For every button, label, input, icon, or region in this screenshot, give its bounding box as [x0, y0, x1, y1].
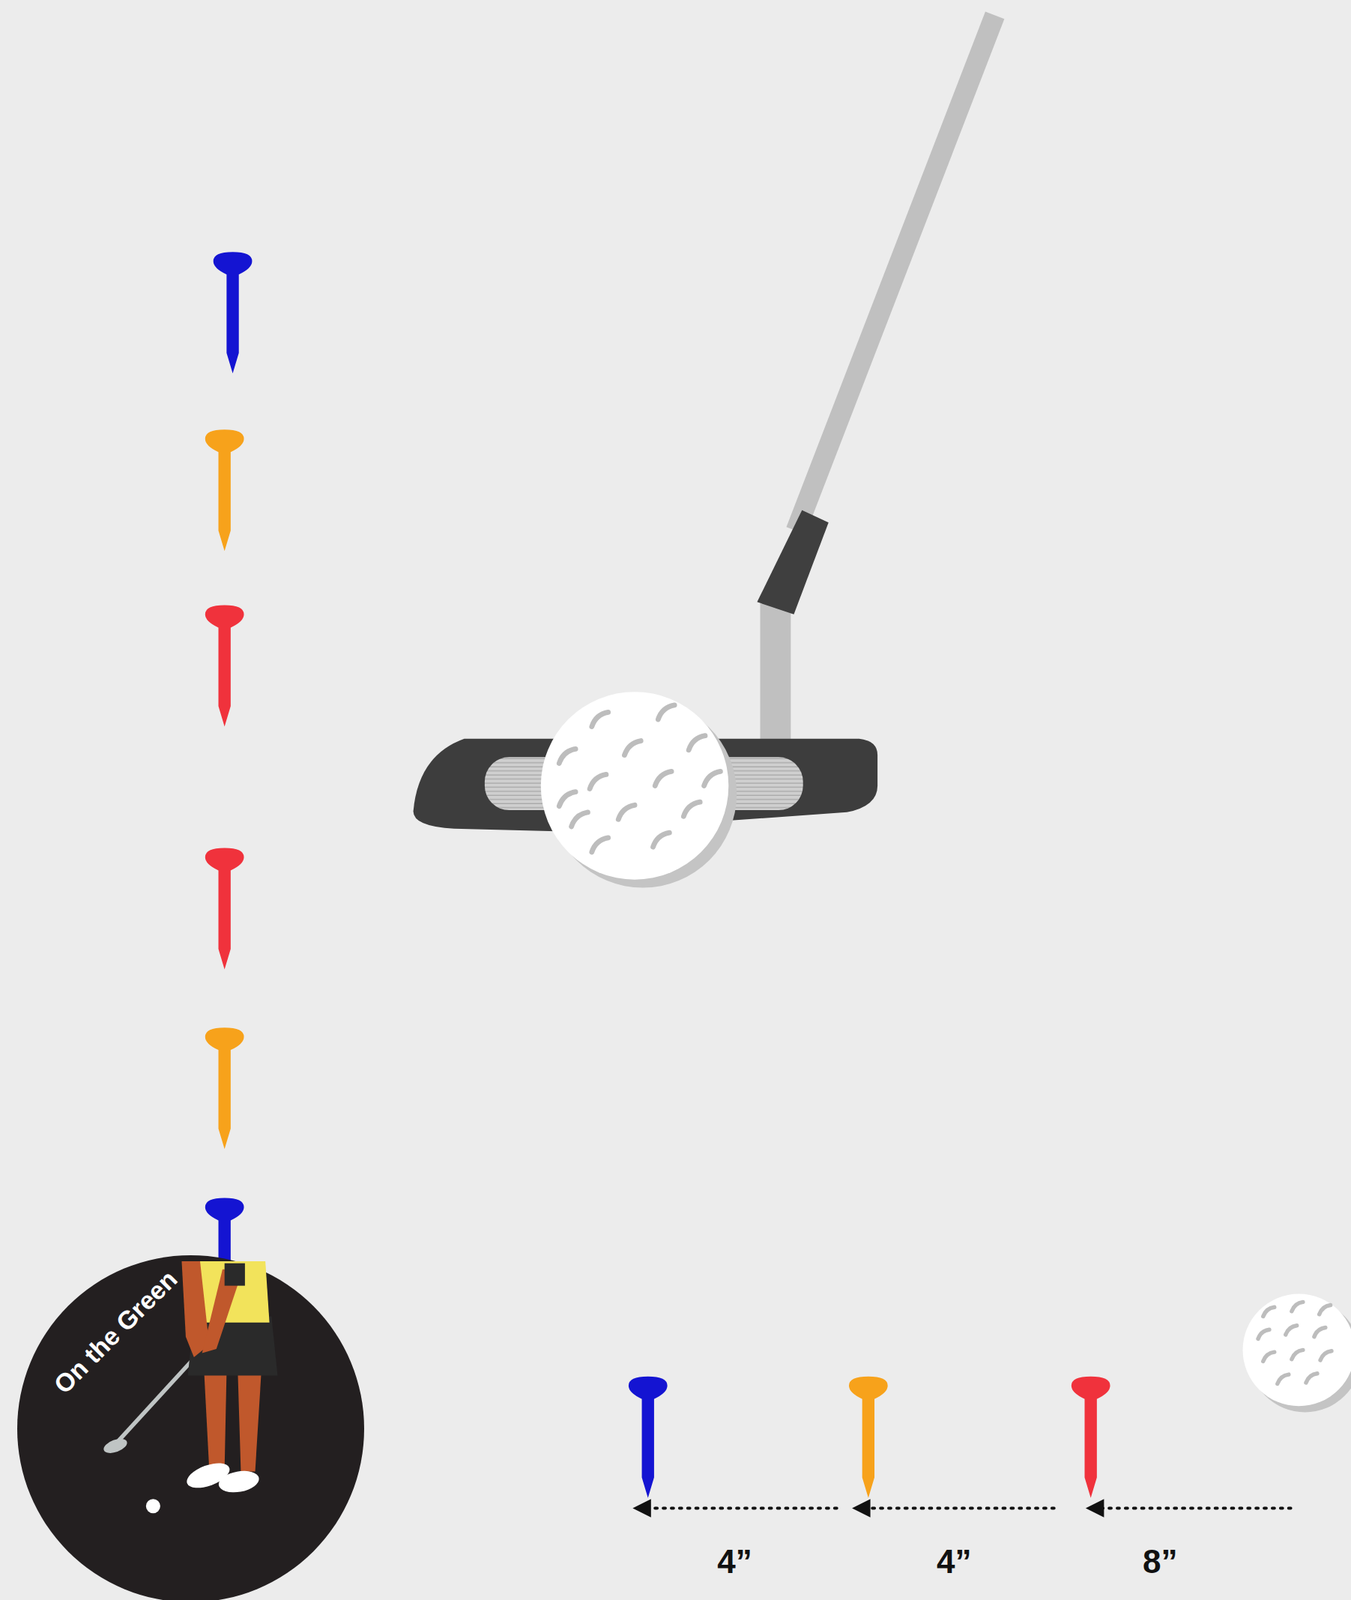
putter-shaft — [795, 14, 996, 531]
dimension-label: 8” — [1142, 1545, 1178, 1579]
tee — [628, 1376, 668, 1498]
golf-ball — [540, 691, 737, 888]
tee — [1071, 1376, 1111, 1498]
tee — [205, 1027, 245, 1149]
tee-row — [628, 1376, 1111, 1498]
putter — [413, 14, 996, 831]
dimension-label: 4” — [717, 1545, 752, 1579]
tee-column — [205, 251, 253, 1319]
tee — [205, 847, 245, 969]
tee — [205, 429, 245, 551]
logo-badge: On the Green — [17, 1255, 365, 1600]
tee — [213, 251, 253, 374]
putter-grip — [756, 510, 828, 615]
logo-text: On the Green — [49, 1265, 182, 1398]
dimension-label: 4” — [936, 1545, 972, 1579]
tee — [848, 1376, 888, 1498]
golf-ball — [1243, 1294, 1351, 1413]
tee — [205, 604, 245, 727]
dimension-lines — [648, 1506, 1291, 1510]
golfer — [101, 1261, 278, 1513]
arrowheads — [632, 1498, 1104, 1518]
putter-hosel — [760, 597, 792, 745]
